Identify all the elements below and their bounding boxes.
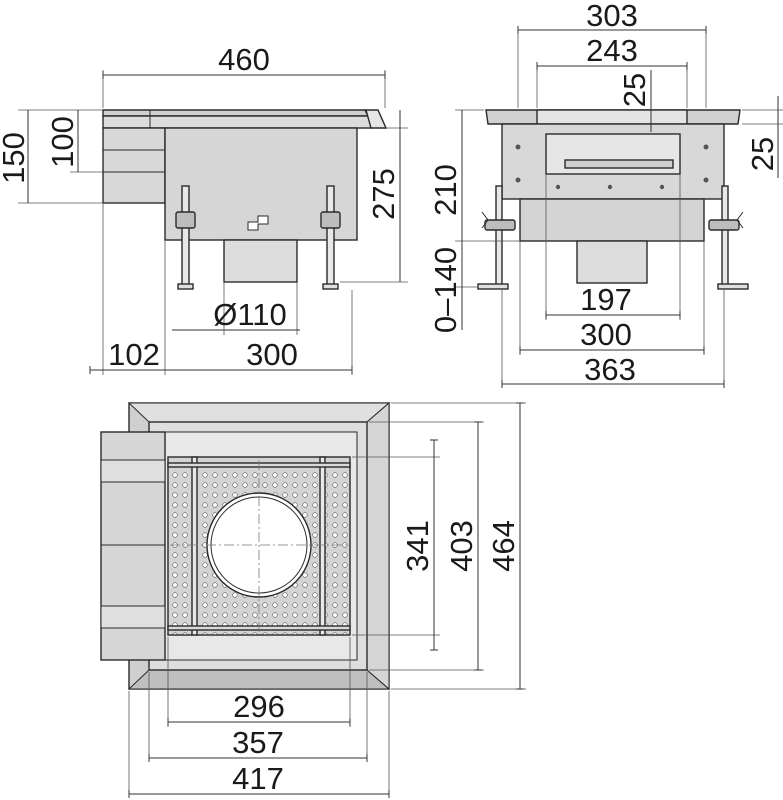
side-leg-right (708, 185, 749, 290)
front-leg-right (320, 185, 341, 290)
dim-25-frame: 25 (745, 137, 780, 171)
front-outlet-pipe (223, 239, 298, 283)
front-inlet (102, 127, 166, 204)
dim-0-140: 0–140 (428, 247, 463, 333)
dim-300-side: 300 (580, 317, 632, 352)
plan-dimensions: 341 403 464 296 357 417 (128, 402, 526, 798)
dim-417: 417 (232, 761, 284, 796)
front-frame-bar (102, 115, 372, 129)
dim-403: 403 (444, 520, 479, 572)
dim-460: 460 (218, 42, 270, 77)
side-lower-body (519, 198, 705, 242)
dim-303: 303 (586, 0, 638, 33)
dim-25-grate: 25 (617, 73, 652, 107)
dim-363: 363 (584, 352, 636, 387)
side-leg-left (477, 185, 516, 290)
dim-210: 210 (428, 164, 463, 216)
plan-view (100, 401, 391, 691)
dim-150: 150 (0, 132, 31, 184)
dim-464: 464 (486, 520, 521, 572)
dim-357: 357 (232, 725, 284, 760)
dim-110: Ø110 (213, 297, 287, 332)
dim-243: 243 (586, 33, 638, 68)
dim-102: 102 (108, 337, 160, 372)
dim-100: 100 (45, 116, 80, 168)
dim-296: 296 (233, 689, 285, 724)
front-dimensions: 460 150 100 275 Ø110 102 300 (0, 42, 408, 375)
front-leg-left (175, 185, 196, 290)
front-top-frame (102, 109, 370, 117)
dim-197: 197 (580, 282, 632, 317)
dim-275: 275 (366, 168, 401, 220)
side-dimensions: 303 243 25 25 210 0–140 197 300 363 (428, 0, 783, 388)
side-view (477, 109, 749, 290)
front-symbol (247, 215, 269, 231)
side-screws (515, 144, 709, 190)
dim-300-front: 300 (246, 337, 298, 372)
front-view (102, 109, 388, 290)
dim-341: 341 (400, 520, 435, 572)
side-outlet-pipe (576, 240, 648, 284)
